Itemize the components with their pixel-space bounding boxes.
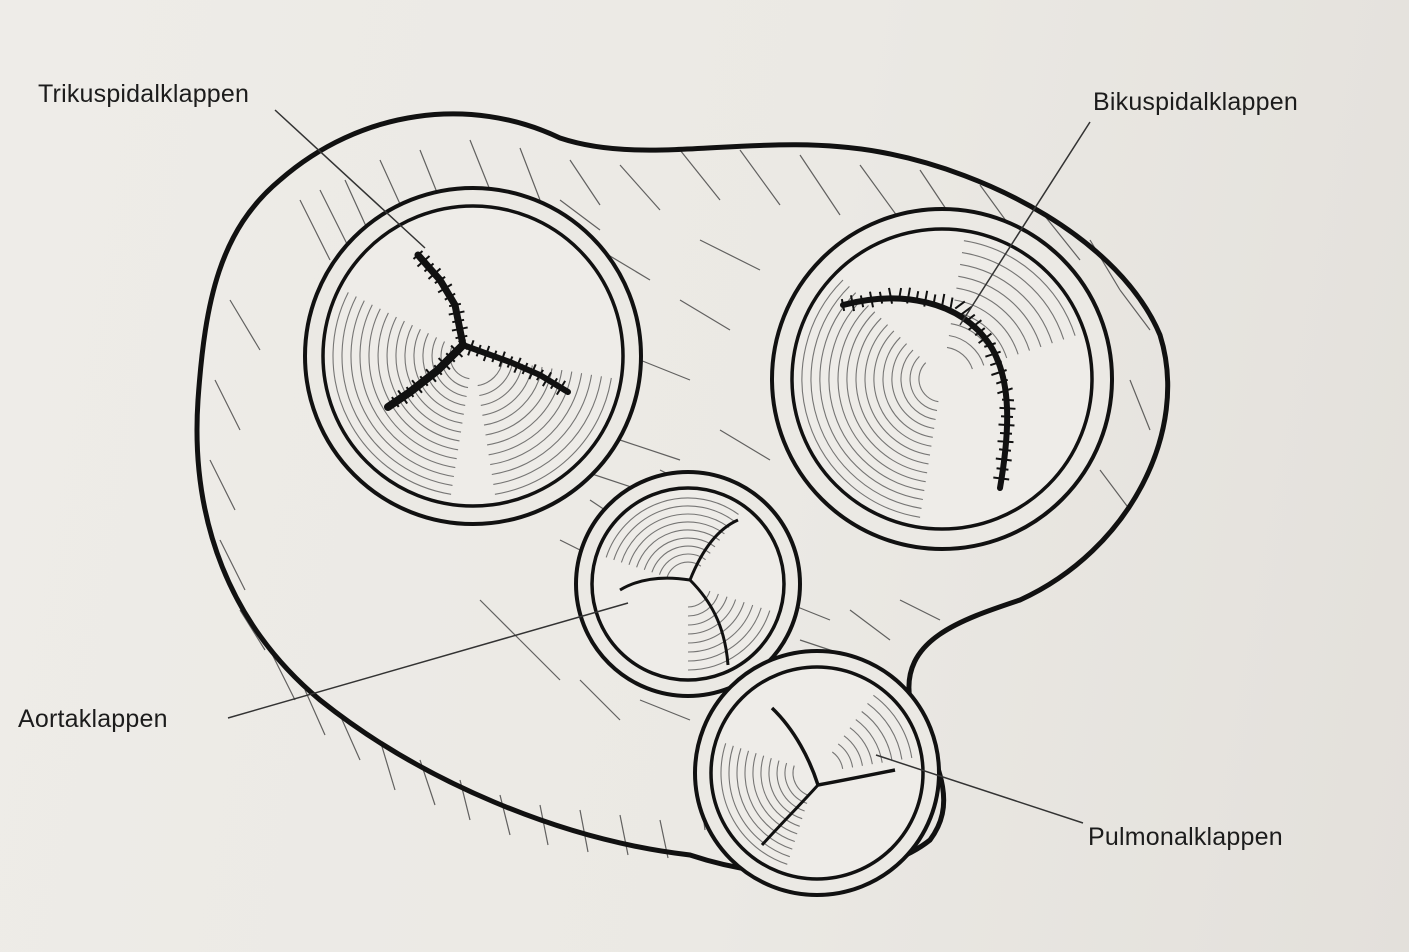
hatch-stroke <box>570 160 600 205</box>
hatch-stroke <box>620 165 660 210</box>
hatch-stroke <box>520 640 560 680</box>
hatch-stroke <box>1100 470 1130 510</box>
bicuspid-valve <box>772 209 1112 549</box>
cusp-fringe-tick <box>1001 416 1013 417</box>
hatch-stroke <box>480 600 520 640</box>
hatch-stroke <box>500 795 510 835</box>
cusp-fringe-tick <box>1000 408 1016 409</box>
hatch-stroke <box>680 300 730 330</box>
hatch-stroke <box>240 610 265 650</box>
hatch-stroke <box>540 805 548 845</box>
hatch-stroke <box>1130 380 1150 430</box>
cusp-fringe-tick <box>1000 433 1012 434</box>
hatch-stroke <box>720 430 770 460</box>
hatch-stroke <box>850 610 890 640</box>
pulmonary-valve <box>695 651 939 895</box>
pulmonary-ring-inner <box>711 667 923 879</box>
hatch-stroke <box>800 155 840 215</box>
label-bicuspid-valve: Bikuspidalklappen <box>1093 88 1298 117</box>
hatch-stroke <box>210 460 235 510</box>
bicuspid-ring-inner <box>792 229 1092 529</box>
hatch-stroke <box>640 700 690 720</box>
cusp-fringe-tick <box>998 441 1014 442</box>
cusp-fringe-tick <box>1002 400 1014 401</box>
hatch-stroke <box>230 300 260 350</box>
aortic-ring-inner <box>592 488 784 680</box>
hatch-stroke <box>320 190 350 250</box>
hatch-stroke <box>900 600 940 620</box>
hatch-stroke <box>640 360 690 380</box>
label-tricuspid-valve: Trikuspidalklappen <box>38 80 249 109</box>
cusp-fringe-tick <box>999 425 1015 426</box>
leader-line-tricuspid <box>275 110 425 248</box>
hatch-stroke <box>620 815 628 855</box>
hatch-stroke <box>860 165 900 220</box>
hatch-stroke <box>680 150 720 200</box>
leader-line-aortic <box>228 603 628 718</box>
label-pulmonary-valve: Pulmonalklappen <box>1088 823 1283 852</box>
hatch-stroke <box>740 150 780 205</box>
hatch-stroke <box>300 200 330 260</box>
hatch-stroke <box>580 680 620 720</box>
hatch-stroke <box>700 240 760 270</box>
label-aortic-valve: Aortaklappen <box>18 705 168 734</box>
tricuspid-valve <box>305 188 641 524</box>
hatch-stroke <box>470 140 490 190</box>
hatch-stroke <box>620 440 680 460</box>
hatch-stroke <box>520 148 540 200</box>
tricuspid-ring-inner <box>323 206 623 506</box>
hatch-stroke <box>215 380 240 430</box>
